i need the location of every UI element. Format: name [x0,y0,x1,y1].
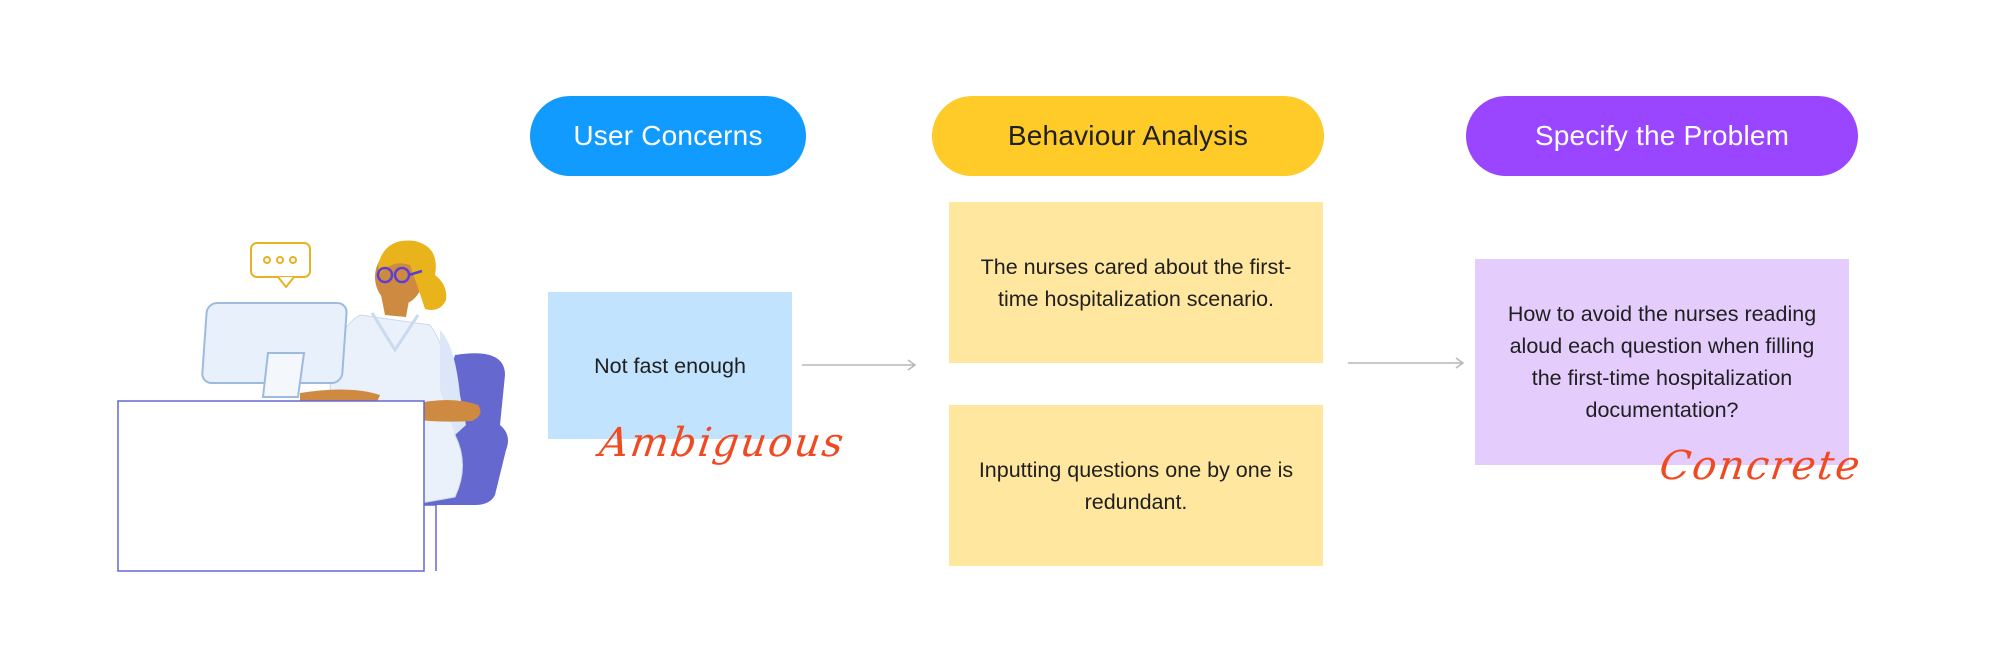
behaviour-analysis-header: Behaviour Analysis [932,96,1324,176]
concern-note: Not fast enough [548,292,792,439]
behaviour-note-2: Inputting questions one by one is redund… [949,405,1323,566]
ambiguous-annotation: Ambiguous [596,420,849,466]
behaviour-note-1: The nurses cared about the first-time ho… [949,202,1323,363]
arrow-right-icon [1348,357,1465,369]
specify-problem-header: Specify the Problem [1466,96,1858,176]
arrow-right-icon [802,359,917,371]
concrete-annotation: Concrete [1656,443,1865,489]
problem-note: How to avoid the nurses reading aloud ea… [1475,259,1849,465]
user-concerns-header: User Concerns [530,96,806,176]
speech-bubble-icon [250,242,311,288]
nurse-at-computer-illustration [117,240,508,572]
